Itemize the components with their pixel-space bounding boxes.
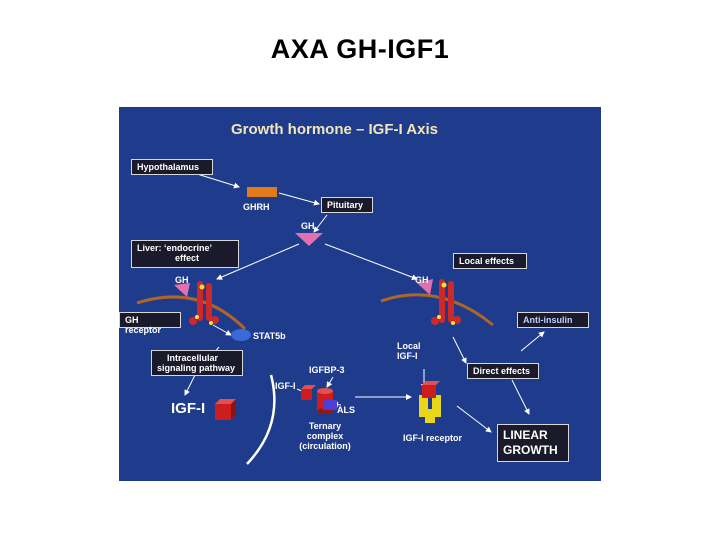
page-title: AXA GH-IGF1: [270, 34, 450, 64]
local-igf1-line-2: IGF-I: [397, 351, 418, 361]
arrow-to-anti-insulin: [520, 331, 545, 352]
liver-line-1: Liver: ‘endocrine’: [137, 243, 213, 253]
igfbp3-label: IGFBP-3: [309, 365, 345, 375]
gh-label-top: GH: [301, 221, 315, 231]
gh-receptor-box: GH receptor: [119, 312, 181, 335]
linear-growth-line-2: GROWTH: [503, 443, 558, 457]
arrows: [184, 172, 545, 465]
arrow-to-direct-effects: [452, 336, 467, 364]
gh-receptor-right: [380, 279, 494, 327]
pituitary-box: Pituitary: [321, 197, 373, 213]
arrow-pituitary-gh: [313, 214, 328, 233]
ghrh-label: GHRH: [243, 202, 270, 212]
local-effects-box: Local effects: [453, 253, 527, 269]
gh-ligand-top: [295, 233, 323, 246]
arrow-igfbp3-to-complex: [326, 376, 334, 388]
ghrh-bar: [247, 187, 277, 197]
slide: Growth hormone – IGF-I Axis Hypothalamus…: [119, 107, 601, 481]
igf1-receptor-label: IGF-I receptor: [403, 433, 463, 443]
arrow-gh-liver: [216, 243, 300, 280]
stat5b-label: STAT5b: [253, 331, 286, 341]
hypothalamus-box: Hypothalamus: [131, 159, 213, 175]
intracellular-line-2: signaling pathway: [157, 363, 236, 373]
ternary-line-1: Ternary: [308, 421, 342, 431]
arrow-ghrh-pituitary: [278, 192, 320, 206]
gh-label-right: GH: [415, 275, 429, 285]
gh-receptor-left: [136, 281, 247, 331]
arrow-gh-local: [324, 243, 418, 281]
igf1-receptor-graphic: [419, 381, 441, 423]
als-label: ALS: [337, 405, 355, 415]
gh-label-left: GH: [175, 275, 189, 285]
local-igf1-line-1: Local: [397, 341, 421, 351]
stat5b-ellipse: [231, 329, 251, 341]
liver-box: Liver: ‘endocrine’ effect: [131, 240, 239, 268]
intracellular-line-1: Intracellular: [167, 353, 219, 363]
igf1-cube-big: [215, 399, 236, 420]
ternary-complex-label: Ternary complex (circulation): [297, 421, 353, 451]
circulation-arc: [246, 374, 276, 465]
linear-growth-box: LINEAR GROWTH: [497, 424, 569, 462]
slide-title: Growth hormone – IGF-I Axis: [231, 121, 438, 138]
igf1-small-label: IGF-I: [275, 381, 296, 391]
arrow-receptor-to-growth: [456, 405, 492, 433]
ternary-line-3: (circulation): [299, 441, 351, 451]
liver-line-2: effect: [175, 253, 200, 263]
ternary-line-2: complex: [306, 431, 344, 441]
direct-effects-box: Direct effects: [467, 363, 539, 379]
igf1-big-label: IGF-I: [171, 400, 206, 417]
ternary-complex-graphic: [301, 385, 337, 414]
local-igf1-label: Local IGF-I: [397, 341, 421, 361]
anti-insulin-box: Anti-insulin: [517, 312, 589, 328]
arrow-hypothalamus-ghrh: [193, 172, 240, 189]
intracellular-pathway-box: Intracellular signaling pathway: [151, 350, 243, 376]
linear-growth-line-1: LINEAR: [503, 428, 548, 442]
arrow-direct-to-growth: [511, 379, 530, 415]
arrow-to-stat5b: [212, 324, 232, 336]
arrow-pathway-to-igf1: [184, 374, 196, 396]
